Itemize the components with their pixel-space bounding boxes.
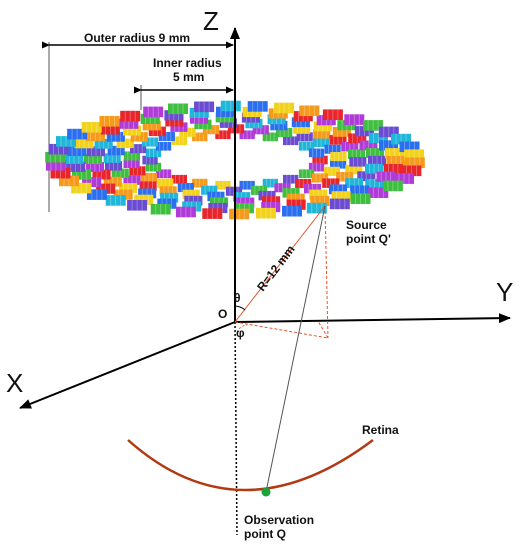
light-source-tile [86, 189, 107, 200]
light-source-tile [105, 195, 126, 206]
theta-label: θ [234, 291, 241, 305]
light-source-tile [247, 101, 268, 112]
light-source-tile [306, 202, 327, 214]
z-axis-label: Z [203, 6, 219, 36]
light-source-tile [127, 200, 148, 211]
light-source-tile [299, 105, 320, 117]
origin-label: O [218, 307, 227, 321]
light-source-tile [140, 172, 157, 182]
observation-point [261, 487, 271, 497]
outer-radius-label: Outer radius 9 mm [84, 31, 190, 45]
projection-vertical [324, 205, 329, 339]
inner-radius-label-line2: 5 mm [173, 70, 204, 84]
inner-radius-label-line1: Inner radius [153, 56, 222, 70]
light-source-tile [99, 116, 120, 127]
y-axis [234, 313, 511, 324]
light-source-tile [363, 120, 384, 131]
light-source-tile [150, 203, 171, 215]
light-source-tile [175, 206, 196, 218]
phi-label: φ [236, 326, 245, 340]
observation-point-label-line1: Observation [244, 513, 314, 527]
light-source-tile [329, 198, 350, 210]
light-source-tile [255, 207, 276, 219]
light-source-tile [376, 171, 396, 182]
light-source-tile [155, 141, 172, 151]
distance-label: R=12 mm [254, 242, 298, 293]
light-source-tile [330, 152, 347, 162]
light-source-tile [81, 122, 102, 133]
projection-to-y-axis [317, 320, 329, 339]
light-source-tile [349, 157, 367, 167]
light-source-tile [171, 174, 187, 184]
observation-point-label-line2: point Q [244, 527, 286, 541]
light-source-tile [157, 178, 174, 188]
z-axis-extension [234, 321, 238, 536]
light-source-tile [202, 208, 223, 219]
x-axis [19, 321, 236, 409]
x-axis-label: X [6, 368, 23, 398]
theta-arc [234, 305, 246, 311]
radius-line [234, 205, 326, 323]
light-source-tile [220, 100, 241, 112]
light-source-tile [344, 114, 365, 125]
light-source-tile [322, 109, 343, 120]
light-source-tile [274, 102, 295, 114]
light-source-tile [168, 103, 188, 115]
light-source-tile [296, 132, 313, 142]
light-source-tile [120, 110, 141, 122]
light-source-tile [194, 101, 215, 113]
light-source-tile [283, 136, 299, 146]
light-source-tile [350, 193, 371, 204]
light-source-tile [382, 180, 403, 192]
source-point-label-line2: point Q' [346, 232, 391, 246]
light-source-tile [215, 130, 231, 140]
light-source-tile [262, 178, 278, 188]
light-source-tile [283, 174, 299, 184]
phi-arc [236, 324, 248, 333]
y-axis-label: Y [496, 277, 513, 307]
retina-label: Retina [362, 423, 399, 437]
retina-arc [127, 439, 374, 492]
ray-line [265, 205, 326, 493]
source-point-label-line1: Source [346, 218, 387, 232]
projection-to-origin [234, 321, 329, 339]
light-source-tile [282, 205, 302, 217]
light-source-tile [298, 169, 315, 179]
light-source-tile [171, 136, 187, 146]
light-source-tile [143, 106, 164, 118]
light-source-tile [229, 208, 250, 220]
light-source-tile [308, 148, 325, 158]
